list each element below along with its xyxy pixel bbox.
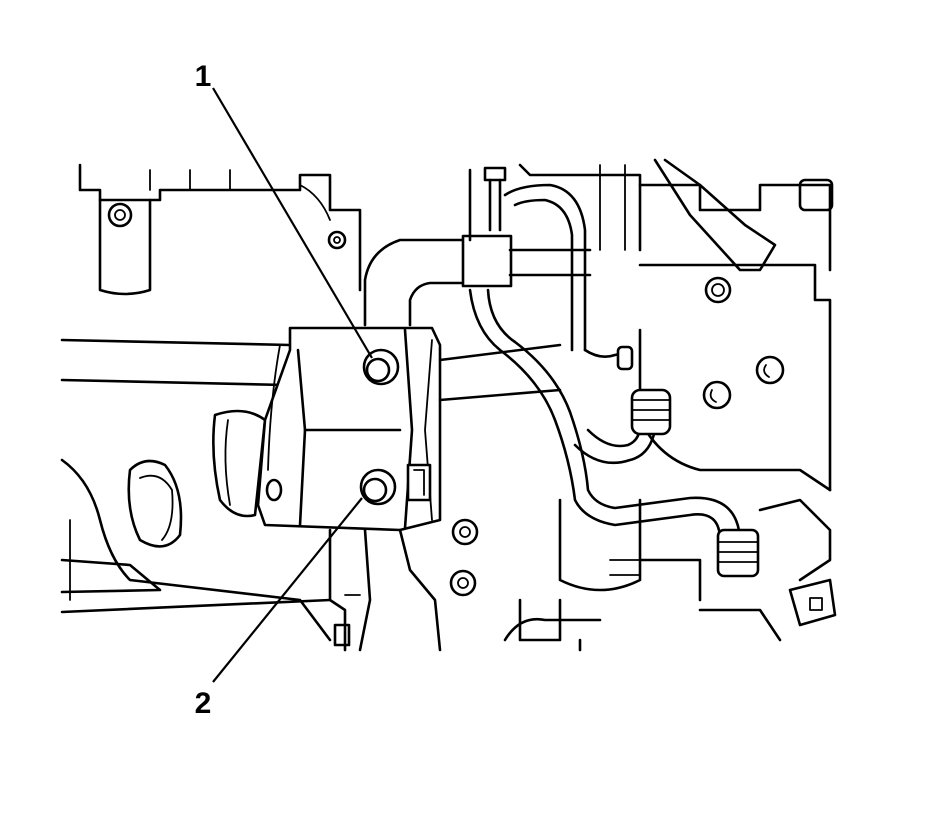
engine-block-right [468, 158, 837, 652]
callout-1-leader [212, 87, 373, 359]
hose-upper [483, 166, 634, 371]
callout-1-label: 1 [195, 60, 212, 93]
bolt-2 [359, 468, 397, 506]
engine-block-left [60, 163, 362, 642]
upper-elbow-pipe [363, 234, 592, 327]
hose-main [468, 288, 760, 578]
callout-2-label: 2 [195, 687, 212, 720]
bolt-1 [362, 348, 400, 386]
callout-2-leader [212, 497, 363, 683]
lower-support [328, 518, 479, 652]
